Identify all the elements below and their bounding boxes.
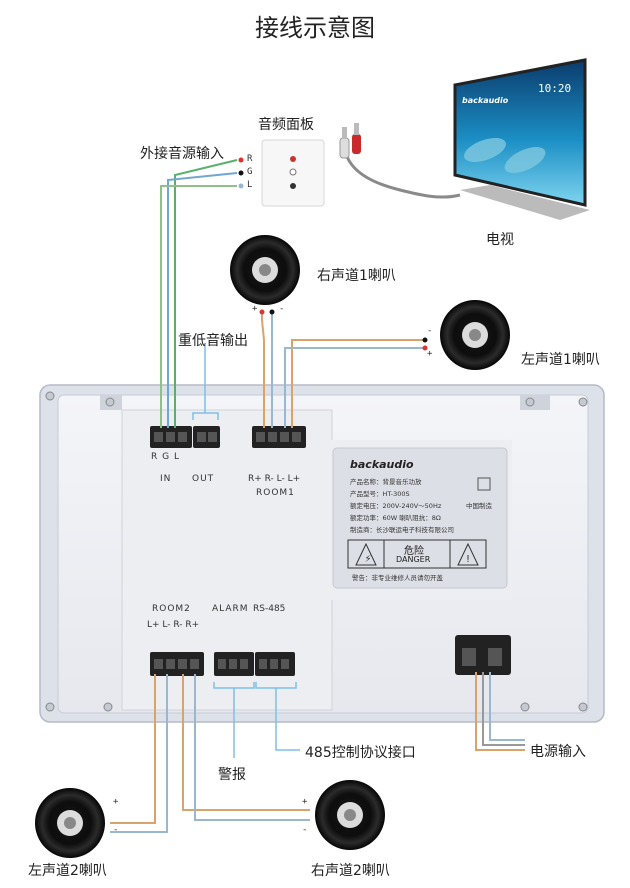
tv (453, 58, 590, 220)
out-label: OUT (192, 474, 215, 484)
jack-g: G (247, 167, 253, 177)
nameplate-row: 制造商：长沙联运电子科技有限公司 (350, 526, 454, 534)
danger-cn: 危险 (404, 546, 424, 557)
jack-r: R (247, 154, 253, 164)
audio-wall-panel (261, 139, 325, 207)
speaker-left-2 (35, 788, 105, 858)
jack-l: L (247, 180, 253, 190)
in-pin-labels: R G L (151, 452, 180, 462)
made-in-china: 中国制造 (466, 502, 492, 510)
tv-brand: backaudio (462, 96, 509, 105)
speaker-right-1 (230, 235, 300, 305)
svg-text:⚡: ⚡ (364, 554, 371, 565)
power-input-label: 电源输入 (530, 744, 586, 760)
polarity-plus: + (113, 797, 119, 807)
speaker-right-2 (315, 780, 385, 850)
nameplate: ⚡ ! (332, 447, 508, 589)
rs485-port-label: RS-485 (253, 604, 286, 614)
polarity-minus: - (113, 825, 119, 835)
nameplate-brand: backaudio (350, 458, 414, 471)
right-speaker-1-label: 右声道1喇叭 (317, 268, 396, 284)
polarity-minus: - (302, 825, 308, 835)
rs485-label: 485控制协议接口 (305, 745, 416, 761)
amplifier-rear-panel (39, 384, 605, 723)
rca-cable (339, 123, 461, 199)
polarity-plus: + (302, 797, 308, 807)
polarity-plus: + (252, 304, 258, 314)
polarity-minus: - (279, 304, 285, 314)
alarm-label: 警报 (218, 767, 246, 783)
nameplate-row: 产品型号：HT-300S (350, 490, 410, 498)
danger-en: DANGER (396, 555, 431, 564)
speaker-left-1 (440, 300, 510, 370)
room2-label: ROOM2 (152, 604, 191, 614)
room1-label: ROOM1 (256, 488, 295, 498)
left-speaker-2-label: 左声道2喇叭 (28, 863, 107, 879)
nameplate-row: 额定功率：60W 喇叭阻抗：8Ω (350, 514, 441, 522)
tv-label: 电视 (486, 232, 514, 248)
left-speaker-1-label: 左声道1喇叭 (521, 352, 600, 368)
external-input-label: 外接音源输入 (140, 146, 224, 162)
nameplate-row: 产品名称：背景音乐功放 (350, 478, 422, 486)
in-label: IN (160, 474, 172, 484)
tv-time: 10:20 (538, 82, 572, 95)
nameplate-warning: 警告：非专业维修人员请勿开盖 (352, 574, 443, 582)
subwoofer-out-label: 重低音输出 (178, 333, 248, 349)
room1-pin-labels: R+ R- L- L+ (248, 474, 301, 484)
right-speaker-2-label: 右声道2喇叭 (311, 863, 390, 879)
polarity-minus: - (427, 326, 433, 336)
room2-pin-labels: L+ L- R- R+ (147, 620, 200, 630)
wires (110, 159, 525, 833)
alarm-port-label: ALARM (212, 604, 249, 614)
svg-text:!: ! (466, 554, 470, 565)
audio-panel-label: 音频面板 (258, 117, 314, 133)
diagram-title: 接线示意图 (255, 14, 375, 42)
nameplate-row: 额定电压：200V-240V～50Hz (350, 502, 442, 510)
polarity-plus: + (427, 349, 433, 359)
